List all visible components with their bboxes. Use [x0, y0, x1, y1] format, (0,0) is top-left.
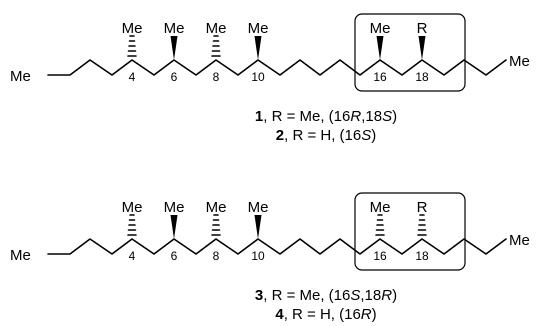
right-methyl-a: Me: [509, 53, 530, 70]
compound-number: 3: [255, 287, 263, 304]
wedge-bond-c6: [170, 215, 178, 239]
molecule-b: Me Me Me Me Me Me Me R 4 6 8 10 16 18 3,…: [10, 192, 530, 323]
locant-number: 18: [415, 249, 429, 263]
compound-number: 2: [276, 127, 284, 144]
locant-number: 10: [251, 70, 265, 84]
substituent-label: R: [417, 199, 428, 216]
compound-caption: 3, R = Me, (16S,18R): [255, 287, 397, 304]
right-methyl-b: Me: [509, 232, 530, 249]
compound-number: 4: [275, 306, 284, 323]
substituent-label: Me: [122, 20, 143, 37]
locant-number: 8: [213, 249, 220, 263]
highlight-box-b: [354, 192, 466, 271]
hashed-bond-c8: [211, 214, 221, 236]
wedge-bond-c10: [254, 36, 262, 60]
hashed-bond-c4: [127, 214, 137, 236]
substituent-label: Me: [248, 199, 269, 216]
hashed-bond-c16: [375, 214, 385, 236]
wedge-bond-c6: [170, 36, 178, 60]
compound-caption: 2, R = H, (16S): [276, 127, 376, 144]
substituent-label: Me: [248, 20, 269, 37]
main-chain-b: [47, 238, 507, 255]
wedge-bond-c16: [376, 36, 384, 60]
substituent-label: Me: [122, 199, 143, 216]
substituent-label: Me: [370, 199, 391, 216]
substituent-label: Me: [206, 20, 227, 37]
locant-number: 16: [373, 70, 387, 84]
substituent-label: Me: [206, 199, 227, 216]
locant-number: 6: [171, 249, 178, 263]
locant-number: 10: [251, 249, 265, 263]
hashed-bond-c18: [417, 214, 427, 236]
left-methyl-a: Me: [10, 68, 31, 85]
substituent-label: R: [417, 20, 428, 37]
locant-number: 8: [213, 70, 220, 84]
wedge-bond-c10: [254, 215, 262, 239]
locant-number: 4: [129, 249, 136, 263]
locant-number: 18: [415, 70, 429, 84]
locant-number: 16: [373, 249, 387, 263]
molecule-a: Me Me Me Me Me Me Me R 4 6 8 10 16 18 1,…: [10, 13, 530, 144]
main-chain-a: [47, 59, 507, 76]
substituent-label: Me: [164, 20, 185, 37]
wedge-bond-c18: [418, 36, 426, 60]
substituent-label: Me: [164, 199, 185, 216]
compound-number: 1: [255, 108, 263, 125]
compound-caption: 1, R = Me, (16R,18S): [255, 108, 397, 125]
locant-number: 4: [129, 70, 136, 84]
locant-number: 6: [171, 70, 178, 84]
highlight-box-a: [354, 13, 466, 92]
hashed-bond-c4: [127, 35, 137, 57]
left-methyl-b: Me: [10, 247, 31, 264]
substituent-label: Me: [370, 20, 391, 37]
hashed-bond-c8: [211, 35, 221, 57]
compound-caption: 4, R = H, (16R): [275, 306, 376, 323]
